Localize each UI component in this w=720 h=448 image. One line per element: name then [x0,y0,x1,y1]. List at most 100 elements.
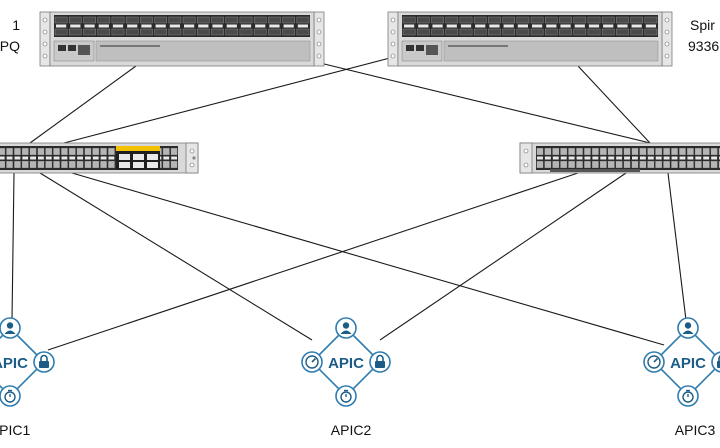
spine1-ear-hole [42,41,48,47]
leaf2-sfp-port [718,147,720,156]
leaf2-sfp-port [615,160,623,169]
spine1-port-label [84,24,95,28]
leaf1-port-label [85,156,91,160]
spine1-port [253,28,267,36]
leaf1-sfp-port [0,160,6,169]
spine1-mgmt-port [68,45,76,51]
spine2-port [545,28,558,36]
leaf1-sfp-port [92,147,100,156]
leaf2-port-label [537,156,543,160]
spine2-port [616,16,629,24]
leaf2-sfp-port [686,147,694,156]
leaf2-sfp-port [702,160,710,169]
spine2-port [502,28,515,36]
leaf2-sfp-port [639,160,647,169]
spine2-ear-hole [390,53,396,59]
spine1-port-label [70,24,81,28]
spine2-port-label [432,24,443,28]
leaf2-sfp-port [568,147,576,156]
leaf2-sfp-port [694,160,702,169]
spine2-port [573,28,587,36]
leaf2-sfp-port [623,147,631,156]
spine1-port-label [212,24,223,28]
leaf2-sfp-port [710,147,718,156]
spine1-port [182,28,196,36]
gauge-icon [301,351,323,373]
spine1-port-label [283,24,294,28]
leaf2-sfp-port [552,160,560,169]
leaf2-sfp-port [536,147,544,156]
apic2-controller: APIC [301,317,391,407]
leaf2-sfp-port [686,160,694,169]
leaf2-sfp-port [710,160,718,169]
spine2-port-label [645,24,656,28]
leaf2-port-label [544,156,551,160]
spine2-mgmt-port [406,45,414,51]
spine2-ear-hole [664,17,670,23]
leaf1-sfp-port [162,147,170,156]
spine2-ear-hole [390,41,396,47]
link-leaf2-apic2 [379,172,627,341]
leaf2-sfp-port [576,160,584,169]
spine1-port-label [56,24,67,28]
spine1-port [168,16,182,24]
spine1-port-label [98,24,109,28]
spine2-port [488,28,501,36]
clock-icon [335,385,357,407]
leaf1-sfp-port [29,160,37,169]
leaf1-sfp-port [92,160,100,169]
spine2-port [473,16,487,24]
leaf1-sfp-port [84,160,92,169]
leaf2-port-label [608,156,615,160]
spine1-ear-hole [316,29,322,35]
spine2-port-label [489,24,500,28]
leaf1-uplink-port [147,154,158,160]
spine1-port [168,28,182,36]
leaf2-sfp-port [568,160,576,169]
leaf2-sfp-port [655,160,663,169]
leaf2-port-label [600,156,607,160]
link-leaf1-apic2 [39,172,313,341]
leaf1-sfp-port [100,160,108,169]
spine1-port [140,16,153,24]
spine1-port [268,16,281,24]
spine1-ear-hole [42,53,48,59]
leaf1-sfp-port [170,147,178,156]
link-spine2-leaf1 [63,57,391,144]
spine2-ear-hole [390,29,396,35]
clock-icon [677,385,699,407]
spine1-port-label [169,24,180,28]
spine2-port [587,28,601,36]
spine2-port-label [560,24,571,28]
leaf2-sfp-port [678,160,686,169]
spine1-port [197,16,210,24]
leaf1-port-label [92,156,99,160]
leaf1-uplink-accent [116,146,160,151]
spine2-port [488,16,501,24]
spine1-port [125,28,139,36]
spine1-ear-hole [316,53,322,59]
leaf1-uplink-port [119,154,130,160]
spine1-port [225,28,239,36]
spine1-port [125,16,139,24]
spine1-port-label [226,24,237,28]
leaf2-port-label [695,156,702,160]
spine1-port [282,16,295,24]
leaf1-sfp-port [13,160,21,169]
spine1-port [154,28,167,36]
leaf2-sfp-port [655,147,663,156]
spine2-port [559,28,572,36]
spine2-port [573,16,587,24]
leaf1-sfp-port [45,147,53,156]
apic2-logo-text: APIC [328,355,364,372]
spine2-port-label [588,24,600,28]
spine1-model-label: PQ [0,38,20,54]
leaf1-port-label [6,156,13,160]
leaf2-sfp-port [671,147,679,156]
leaf1-sfp-port [53,160,61,169]
spine1-port [182,16,196,24]
spine2-port [630,16,643,24]
spine2-ear-hole [664,29,670,35]
